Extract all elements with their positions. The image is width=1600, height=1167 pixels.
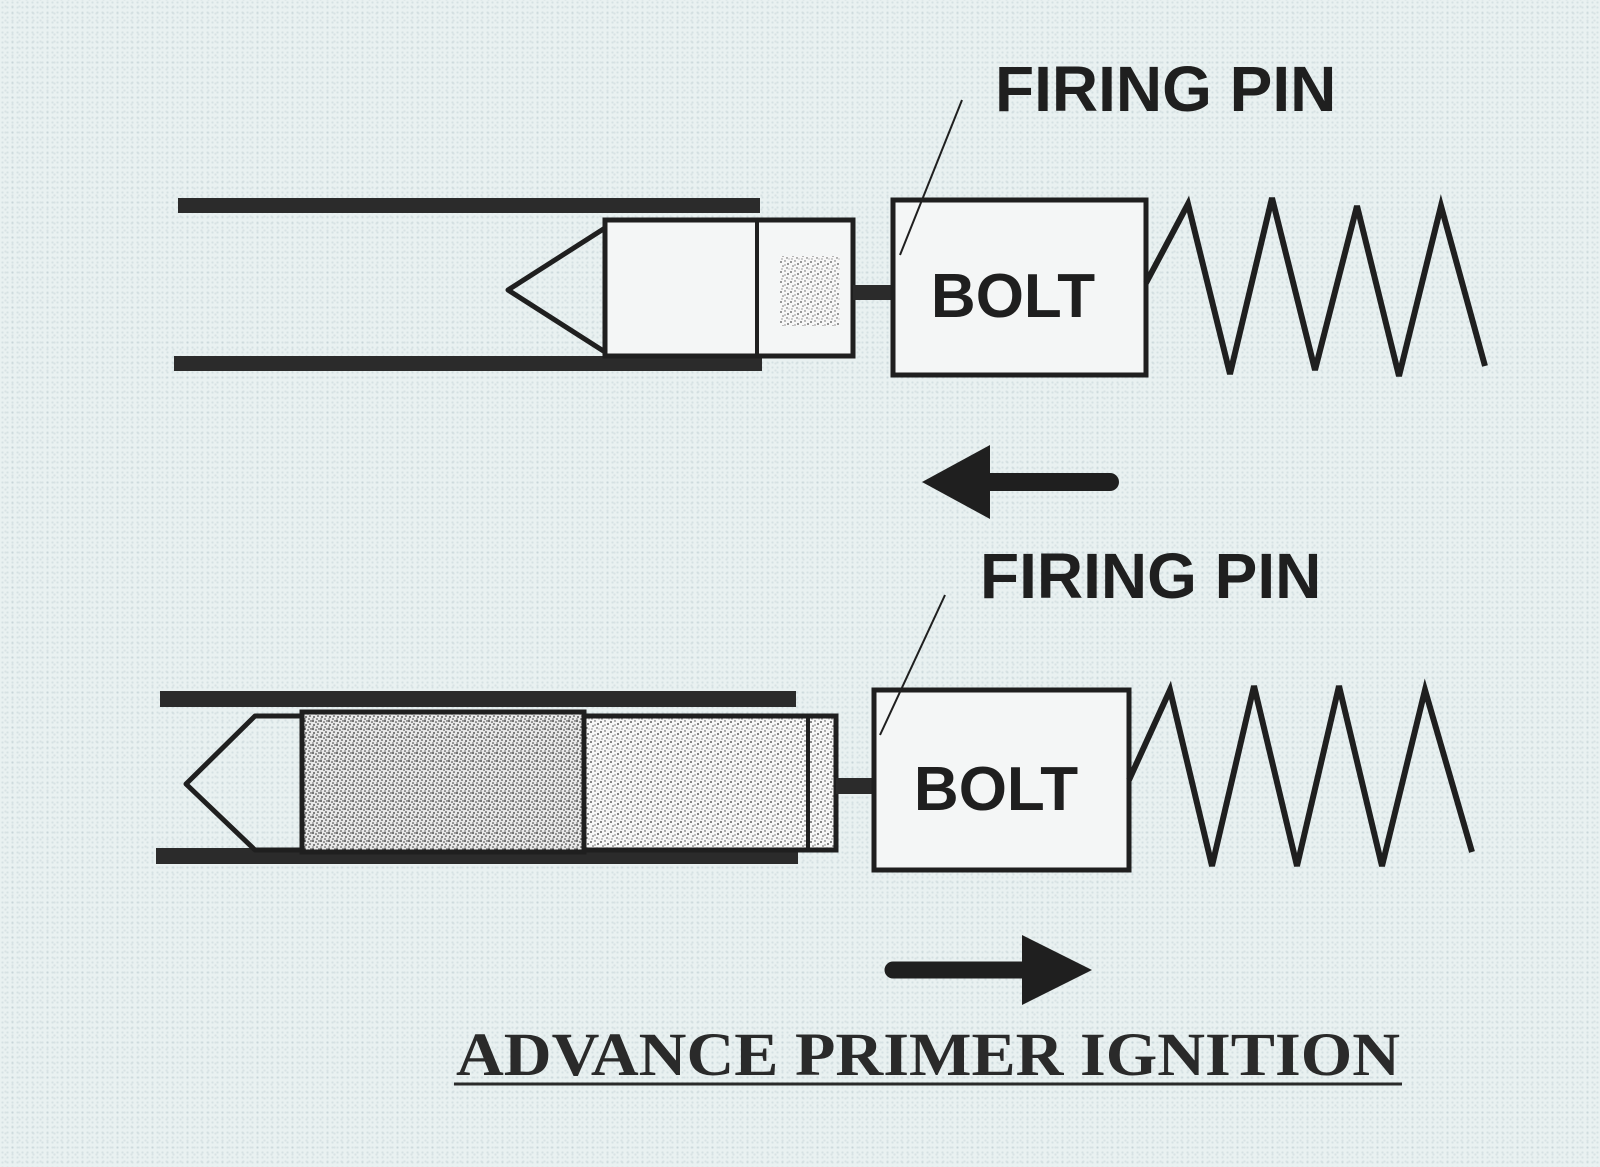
top-barrel-lower-wall [174, 356, 762, 371]
top-firing-pin-leader [899, 99, 963, 256]
top-spring [1143, 194, 1488, 377]
bottom-panel: BOLT FIRING PIN [156, 540, 1475, 1005]
bottom-firing-pin-leader [879, 594, 946, 736]
bottom-firing-pin [836, 778, 874, 794]
caption-text: ADVANCE PRIMER IGNITION [456, 1022, 1400, 1089]
top-bullet [505, 225, 608, 355]
top-bolt-label: BOLT [931, 262, 1095, 331]
bottom-firing-pin-label: FIRING PIN [980, 540, 1321, 612]
bottom-cartridge-case [581, 713, 839, 853]
top-panel: BOLT FIRING PIN [174, 53, 1488, 519]
arrow-right-icon [884, 935, 1092, 1005]
bottom-barrel-upper-wall [160, 691, 796, 707]
arrow-left-icon [922, 445, 1119, 519]
caption: ADVANCE PRIMER IGNITION [454, 1022, 1402, 1089]
bottom-bolt-label: BOLT [914, 755, 1078, 824]
top-bolt-box [890, 197, 1149, 378]
top-primer [780, 256, 840, 326]
top-firing-pin [853, 285, 893, 300]
top-firing-pin-label: FIRING PIN [995, 53, 1336, 125]
top-barrel-upper-wall [178, 198, 760, 213]
bottom-bullet [183, 713, 305, 853]
bottom-spring [1126, 678, 1475, 867]
bottom-propellant [299, 709, 587, 855]
bottom-bolt-box [871, 687, 1132, 873]
